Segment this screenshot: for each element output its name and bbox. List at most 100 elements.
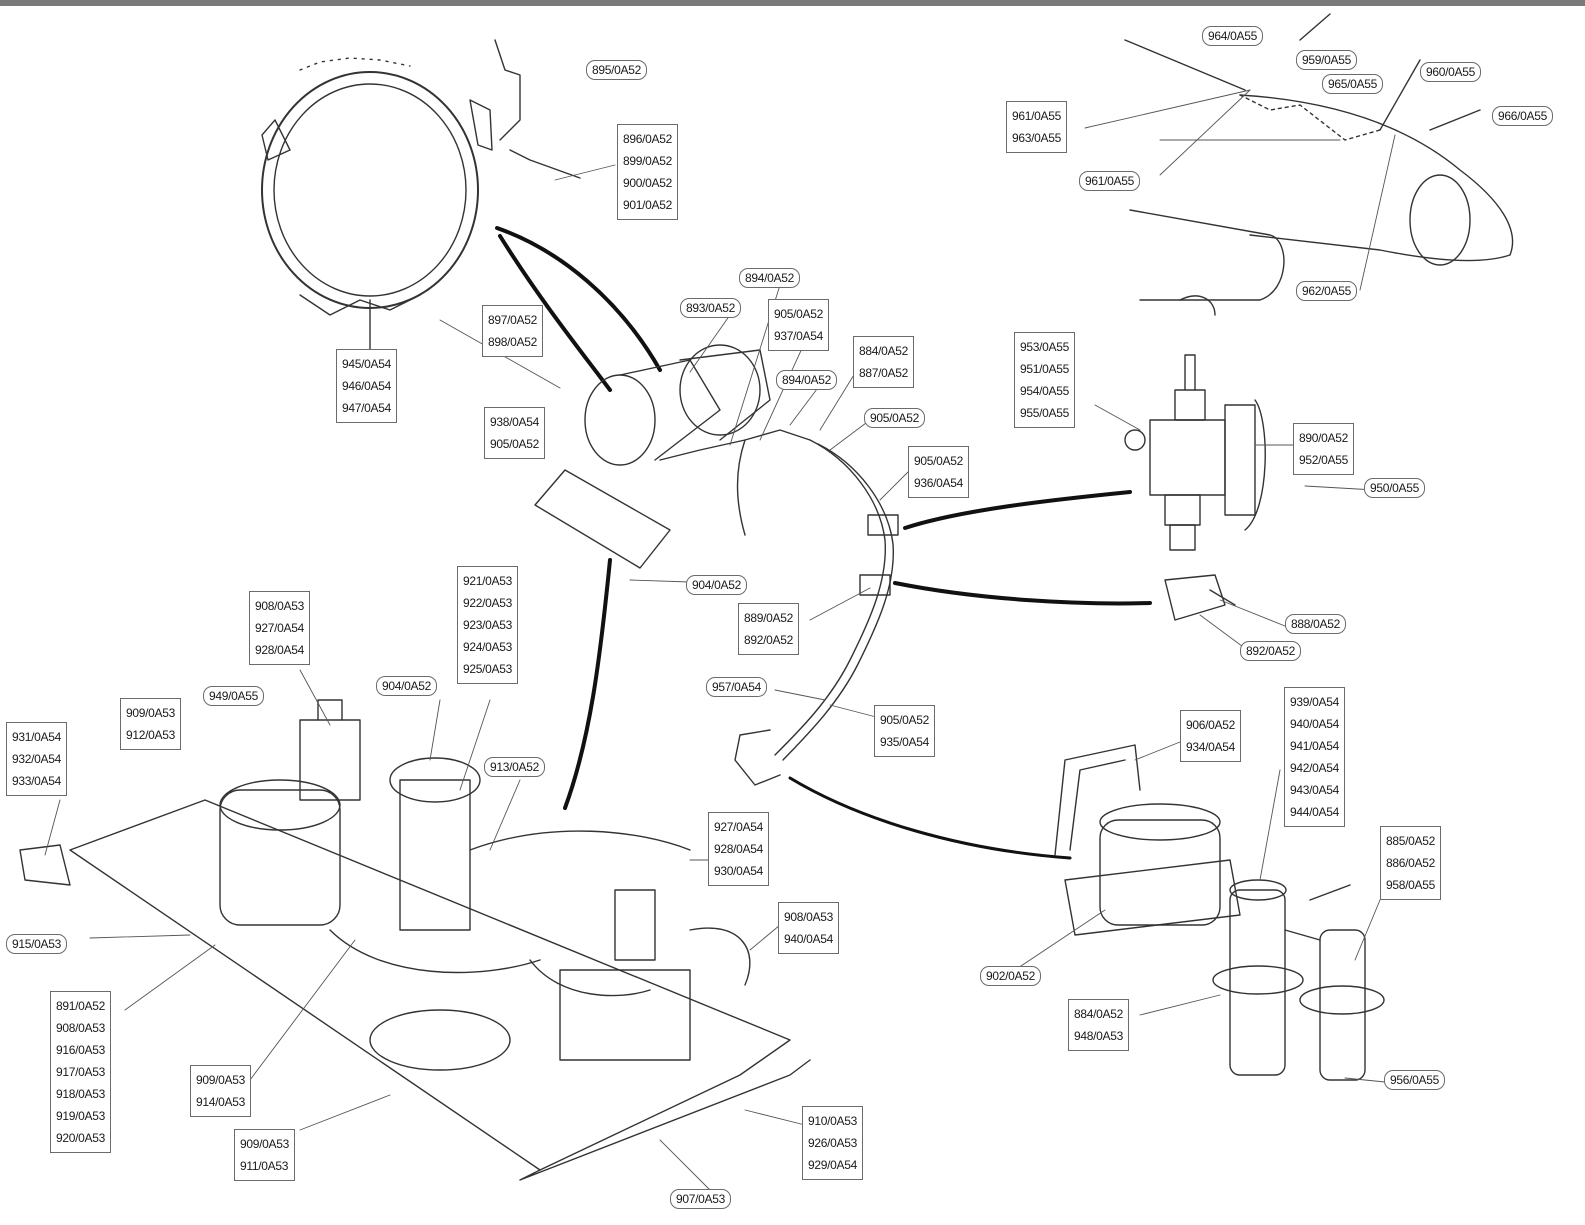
part-label: 956/0A55	[1384, 1070, 1445, 1090]
part-label: 894/0A52	[776, 370, 837, 390]
part-label: 961/0A55	[1012, 109, 1061, 123]
top-frame-line	[0, 0, 1585, 6]
part-label-group: 961/0A55 963/0A55	[1006, 101, 1067, 153]
part-label: 957/0A54	[706, 677, 767, 697]
part-label: 916/0A53	[56, 1043, 105, 1057]
part-label: 913/0A52	[484, 757, 545, 777]
part-label-group: 906/0A52 934/0A54	[1180, 710, 1241, 762]
part-label: 935/0A54	[880, 735, 929, 749]
part-label: 929/0A54	[808, 1158, 857, 1172]
aircraft-nose-outline	[1124, 13, 1514, 316]
part-label: 889/0A52	[744, 611, 793, 625]
part-label: 909/0A53	[126, 706, 175, 720]
mounting-ring-assembly	[261, 39, 581, 351]
part-label: 938/0A54	[490, 415, 539, 429]
part-label: 905/0A52	[490, 437, 539, 451]
part-label-group: 927/0A54 928/0A54 930/0A54	[708, 812, 769, 886]
part-label: 941/0A54	[1290, 739, 1339, 753]
part-label: 894/0A52	[739, 268, 800, 288]
part-label: 884/0A52	[1074, 1007, 1123, 1021]
part-label: 910/0A53	[808, 1114, 857, 1128]
part-label: 964/0A55	[1202, 26, 1263, 46]
part-label: 912/0A53	[126, 728, 175, 742]
part-label: 923/0A53	[463, 618, 512, 632]
pump-assembly	[1054, 744, 1385, 1081]
part-label: 952/0A55	[1299, 453, 1348, 467]
part-label: 914/0A53	[196, 1095, 245, 1109]
valve-assembly	[1124, 354, 1266, 621]
part-label: 936/0A54	[914, 476, 963, 490]
motor-group	[534, 344, 771, 569]
part-label-group: 890/0A52 952/0A55	[1293, 423, 1354, 475]
part-label: 928/0A54	[255, 643, 304, 657]
part-label: 904/0A52	[686, 575, 747, 595]
part-label: 896/0A52	[623, 132, 672, 146]
part-label: 898/0A52	[488, 335, 537, 349]
part-label: 961/0A55	[1079, 171, 1140, 191]
part-label: 901/0A52	[623, 198, 672, 212]
part-label: 892/0A52	[1240, 641, 1301, 661]
part-label: 884/0A52	[859, 344, 908, 358]
part-label: 953/0A55	[1020, 340, 1069, 354]
part-label: 937/0A54	[774, 329, 823, 343]
part-label-group: 909/0A53 911/0A53	[234, 1129, 295, 1181]
part-label-group: 909/0A53 914/0A53	[190, 1065, 251, 1117]
part-label: 949/0A55	[203, 686, 264, 706]
part-label: 908/0A53	[255, 599, 304, 613]
part-label: 934/0A54	[1186, 740, 1235, 754]
part-label: 922/0A53	[463, 596, 512, 610]
part-label: 944/0A54	[1290, 805, 1339, 819]
part-label: 885/0A52	[1386, 834, 1435, 848]
part-label-group: 953/0A55 951/0A55 954/0A55 955/0A55	[1014, 332, 1075, 428]
part-label: 931/0A54	[12, 730, 61, 744]
part-label: 920/0A53	[56, 1131, 105, 1145]
part-label: 930/0A54	[714, 864, 763, 878]
part-label: 963/0A55	[1012, 131, 1061, 145]
part-label: 887/0A52	[859, 366, 908, 380]
part-label: 946/0A54	[342, 379, 391, 393]
part-label-group: 905/0A52 935/0A54	[874, 705, 935, 757]
wiring-harness	[659, 429, 899, 786]
part-label: 892/0A52	[744, 633, 793, 647]
part-label: 925/0A53	[463, 662, 512, 676]
part-label: 899/0A52	[623, 154, 672, 168]
part-label: 909/0A53	[240, 1137, 289, 1151]
part-label: 927/0A54	[255, 621, 304, 635]
part-label: 891/0A52	[56, 999, 105, 1013]
part-label: 907/0A53	[670, 1189, 731, 1209]
part-label: 966/0A55	[1492, 106, 1553, 126]
part-label: 886/0A52	[1386, 856, 1435, 870]
part-label: 921/0A53	[463, 574, 512, 588]
part-label: 905/0A52	[914, 454, 963, 468]
part-label: 954/0A55	[1020, 384, 1069, 398]
part-label: 897/0A52	[488, 313, 537, 327]
part-label: 915/0A53	[6, 934, 67, 954]
part-label: 900/0A52	[623, 176, 672, 190]
part-label-group: 885/0A52 886/0A52 958/0A55	[1380, 826, 1441, 900]
part-label: 951/0A55	[1020, 362, 1069, 376]
part-label: 905/0A52	[774, 307, 823, 321]
part-label-group: 938/0A54 905/0A52	[484, 407, 545, 459]
part-label: 942/0A54	[1290, 761, 1339, 775]
part-label-group: 921/0A53 922/0A53 923/0A53 924/0A53 925/…	[457, 566, 518, 684]
part-label: 932/0A54	[12, 752, 61, 766]
part-label: 948/0A53	[1074, 1029, 1123, 1043]
part-label-group: 939/0A54 940/0A54 941/0A54 942/0A54 943/…	[1284, 687, 1345, 827]
part-label: 906/0A52	[1186, 718, 1235, 732]
part-label: 908/0A53	[56, 1021, 105, 1035]
part-label: 895/0A52	[586, 60, 647, 80]
part-label: 902/0A52	[980, 966, 1041, 986]
part-label: 955/0A55	[1020, 406, 1069, 420]
part-label-group: 889/0A52 892/0A52	[738, 603, 799, 655]
part-label: 905/0A52	[880, 713, 929, 727]
part-label-group: 931/0A54 932/0A54 933/0A54	[6, 722, 67, 796]
part-label: 908/0A53	[784, 910, 833, 924]
part-label-group: 908/0A53 940/0A54	[778, 902, 839, 954]
part-label: 924/0A53	[463, 640, 512, 654]
part-label: 959/0A55	[1296, 50, 1357, 70]
part-label: 960/0A55	[1420, 62, 1481, 82]
part-label: 950/0A55	[1364, 478, 1425, 498]
part-label: 926/0A53	[808, 1136, 857, 1150]
part-label-group: 891/0A52 908/0A53 916/0A53 917/0A53 918/…	[50, 991, 111, 1153]
